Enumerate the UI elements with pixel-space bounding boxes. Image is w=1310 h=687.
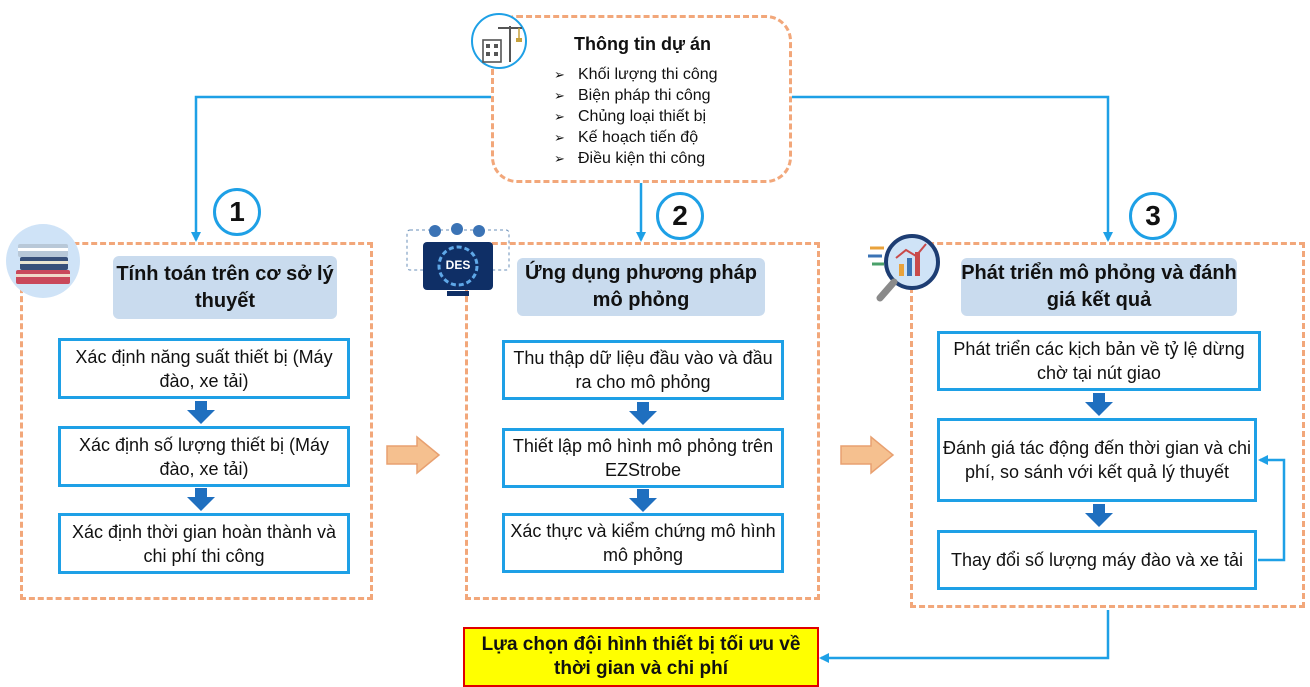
column-2-step-3: Xác thực và kiểm chứng mô hình mô phỏng — [502, 513, 784, 573]
column-2-frame — [465, 242, 820, 600]
column-3-step-2: Đánh giá tác động đến thời gian và chi p… — [937, 418, 1257, 502]
down-arrow-icon — [187, 401, 215, 424]
des-simulation-icon: DES — [405, 222, 511, 300]
down-arrow-icon — [1085, 504, 1113, 527]
down-arrow-icon — [629, 402, 657, 425]
column-1-header: Tính toán trên cơ sở lý thuyết — [113, 256, 337, 319]
books-icon — [6, 224, 80, 298]
column-1-step-3: Xác định thời gian hoàn thành và chi phí… — [58, 513, 350, 574]
connector-col3-to-result — [819, 610, 1110, 663]
down-arrow-icon — [187, 488, 215, 511]
right-arrow-icon — [386, 435, 441, 475]
column-3-step-1: Phát triển các kịch bản về tỷ lệ dừng ch… — [937, 331, 1261, 391]
arrow-bullet-icon: ➢ — [554, 151, 565, 166]
list-item: ➢Kế hoạch tiến độ — [554, 129, 699, 146]
feedback-loop — [1258, 455, 1286, 562]
project-info-title: Thông tin dự án — [574, 34, 712, 54]
arrow-bullet-icon: ➢ — [554, 67, 565, 82]
right-arrow-icon — [840, 435, 895, 475]
arrow-bullet-icon: ➢ — [554, 88, 565, 103]
connector-info-to-col1 — [191, 95, 491, 242]
step-number-3: 3 — [1129, 192, 1177, 240]
column-1-step-1: Xác định năng suất thiết bị (Máy đào, xe… — [58, 338, 350, 399]
des-icon-label: DES — [445, 258, 471, 272]
list-item: ➢Chủng loại thiết bị — [554, 108, 707, 125]
project-info-list: ➢Khối lượng thi công ➢Biện pháp thi công… — [554, 64, 718, 169]
column-3-header: Phát triển mô phỏng và đánh giá kết quả — [961, 258, 1237, 316]
step-number-1: 1 — [213, 188, 261, 236]
result-box: Lựa chọn đội hình thiết bị tối ưu về thờ… — [463, 627, 819, 687]
list-item: ➢Biện pháp thi công — [554, 87, 711, 104]
step-number-2: 2 — [656, 192, 704, 240]
project-info-box: Thông tin dự án ➢Khối lượng thi công ➢Bi… — [491, 15, 792, 183]
column-3-step-3: Thay đổi số lượng máy đào và xe tải — [937, 530, 1257, 590]
construction-crane-icon — [471, 13, 527, 69]
column-2-step-2: Thiết lập mô hình mô phỏng trên EZStrobe — [502, 428, 784, 488]
down-arrow-icon — [1085, 393, 1113, 416]
analytics-magnifier-icon — [868, 234, 940, 302]
arrow-bullet-icon: ➢ — [554, 109, 565, 124]
arrow-bullet-icon: ➢ — [554, 130, 565, 145]
list-item: ➢Điều kiện thi công — [554, 150, 706, 167]
list-item: ➢Khối lượng thi công — [554, 66, 718, 83]
column-1-frame — [20, 242, 373, 600]
column-2-step-1: Thu thập dữ liệu đầu vào và đầu ra cho m… — [502, 340, 784, 400]
column-1-step-2: Xác định số lượng thiết bị (Máy đào, xe … — [58, 426, 350, 487]
down-arrow-icon — [629, 489, 657, 512]
connector-info-to-col3 — [792, 95, 1113, 242]
column-2-header: Ứng dụng phương pháp mô phỏng — [517, 258, 765, 316]
column-3-frame — [910, 242, 1305, 608]
